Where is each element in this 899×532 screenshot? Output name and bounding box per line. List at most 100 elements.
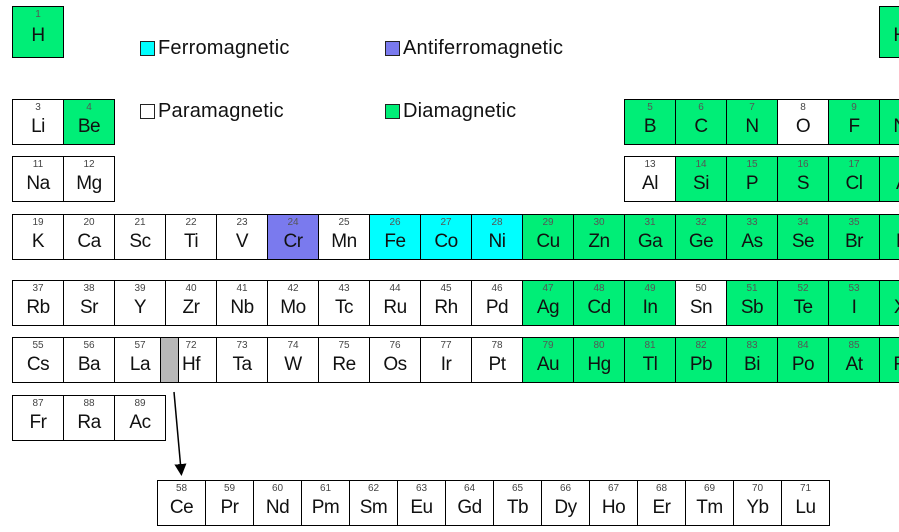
atomic-number: 77 — [440, 340, 452, 351]
atomic-number: 32 — [695, 217, 707, 228]
atomic-number: 64 — [463, 483, 476, 494]
element-symbol: Ce — [169, 497, 194, 518]
atomic-number: 2 — [880, 10, 899, 20]
atomic-number: 19 — [32, 217, 44, 228]
legend-swatch-antiferromagnetic — [385, 40, 400, 56]
atomic-number: 23 — [236, 217, 248, 228]
atomic-number: 8 — [800, 102, 806, 113]
element-he: 2He — [879, 6, 899, 58]
atomic-number: 24 — [287, 217, 299, 228]
element-symbol: Cs — [26, 354, 50, 375]
atomic-number: 43 — [338, 283, 350, 294]
element-symbol: Cd — [587, 297, 611, 318]
atomic-number: 63 — [415, 483, 428, 494]
atomic-number: 71 — [799, 483, 812, 494]
element-symbol: Pr — [220, 497, 240, 518]
element-symbol: Cu — [536, 231, 560, 252]
element-symbol: Re — [332, 354, 356, 375]
atomic-number: 86 — [880, 341, 899, 351]
lanthanide-placeholder — [160, 337, 179, 383]
element-symbol: Sb — [740, 297, 764, 318]
atomic-number: 85 — [848, 340, 860, 351]
element-symbol: Gd — [457, 497, 482, 518]
atomic-number: 44 — [389, 283, 401, 294]
atomic-number: 61 — [319, 483, 332, 494]
atomic-number: 89 — [134, 398, 146, 409]
atomic-number: 14 — [695, 159, 707, 170]
atomic-number: 59 — [223, 483, 236, 494]
element-symbol: Pb — [689, 354, 713, 375]
atomic-number: 15 — [746, 159, 758, 170]
element-symbol: Ag — [536, 297, 560, 318]
element-symbol: Zr — [182, 297, 200, 318]
element-symbol: Ar — [880, 173, 899, 195]
atomic-number: 12 — [83, 159, 95, 170]
atomic-number: 30 — [593, 217, 605, 228]
atomic-number: 39 — [134, 283, 146, 294]
element-symbol: Xe — [880, 297, 899, 319]
atomic-number: 35 — [848, 217, 860, 228]
atomic-number: 9 — [851, 102, 857, 113]
atomic-number: 25 — [338, 217, 350, 228]
element-symbol: Os — [383, 354, 407, 375]
atomic-number: 42 — [287, 283, 299, 294]
atomic-number: 58 — [175, 483, 188, 494]
element-symbol: Yb — [746, 497, 769, 518]
element-symbol: Pt — [488, 354, 506, 375]
element-symbol: Ga — [637, 231, 663, 252]
atomic-number: 80 — [593, 340, 605, 351]
atomic-number: 74 — [287, 340, 299, 351]
element-symbol: Ne — [880, 116, 899, 138]
element-symbol: Pm — [311, 497, 340, 518]
atomic-number: 53 — [848, 283, 860, 294]
element-symbol: Ca — [77, 231, 101, 252]
atomic-number: 82 — [695, 340, 707, 351]
element-symbol: Ti — [183, 231, 199, 252]
atomic-number: 48 — [593, 283, 605, 294]
atomic-number: 6 — [698, 102, 704, 113]
element-symbol: Fr — [29, 412, 47, 433]
legend-item-diamagnetic: Diamagnetic — [385, 99, 516, 123]
element-symbol: Tb — [506, 497, 529, 518]
atomic-number: 78 — [491, 340, 503, 351]
legend-label: Paramagnetic — [158, 100, 284, 122]
element-symbol: Cl — [845, 173, 863, 194]
atomic-number: 18 — [880, 160, 899, 170]
atomic-number: 5 — [647, 102, 653, 113]
element-symbol: Sc — [129, 231, 151, 252]
element-symbol: He — [880, 25, 899, 47]
element-symbol: Ir — [440, 354, 452, 375]
atomic-number: 76 — [389, 340, 401, 351]
element-symbol: Tl — [642, 354, 658, 375]
element-symbol: W — [284, 354, 302, 375]
element-symbol: Ra — [77, 412, 101, 433]
atomic-number: 75 — [338, 340, 350, 351]
atomic-number: 69 — [703, 483, 716, 494]
element-symbol: Si — [693, 173, 709, 194]
atomic-number: 60 — [271, 483, 284, 494]
element-symbol: Zn — [588, 231, 610, 252]
